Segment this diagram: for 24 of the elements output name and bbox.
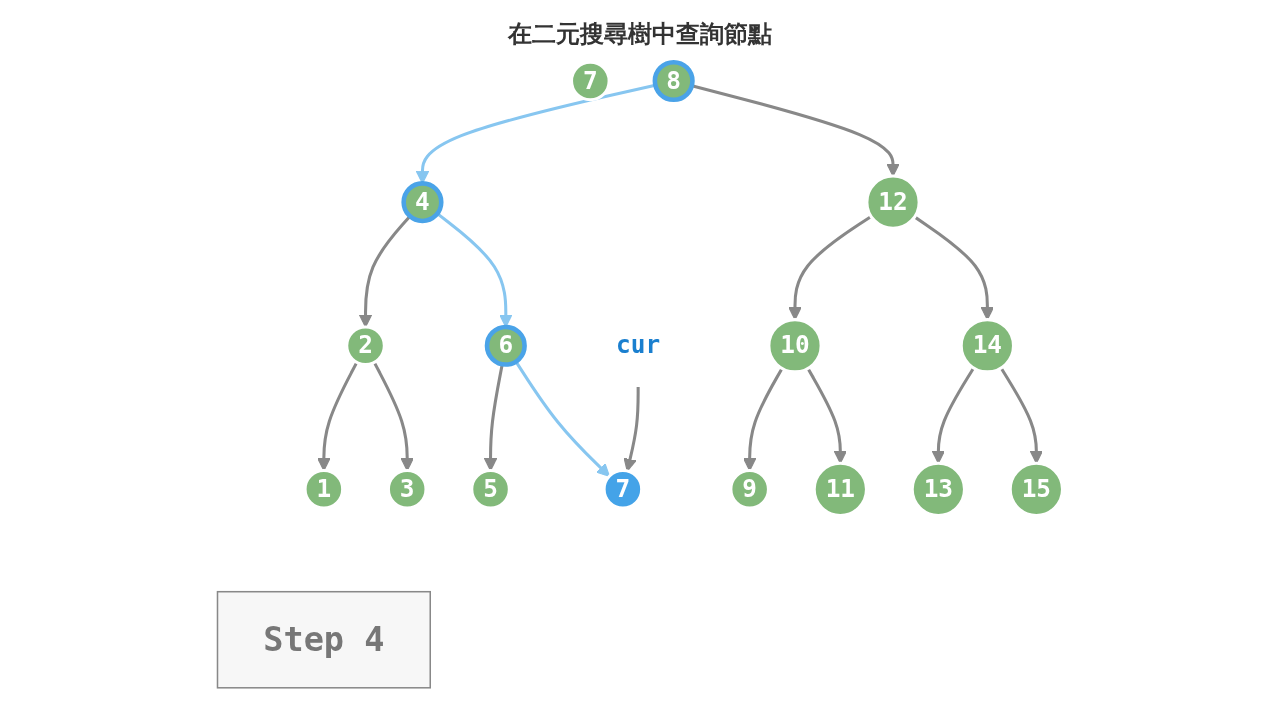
arrow: [931, 367, 975, 464]
node-circle: 2: [345, 325, 386, 367]
node-box: Step 4: [216, 590, 431, 689]
node-circle: 13: [910, 461, 966, 517]
arrow: [358, 215, 412, 328]
node-circle: 7: [602, 469, 644, 510]
node-circle: 5: [470, 469, 511, 510]
node-text: cur: [616, 330, 661, 360]
node-circle: 8: [652, 59, 695, 103]
node-circle: 12: [865, 174, 921, 230]
node-circle: 10: [767, 318, 823, 374]
arrow: [999, 367, 1044, 464]
node-circle: 1: [303, 469, 345, 510]
arrow: [514, 360, 610, 477]
node-circle: 7: [570, 60, 611, 102]
node-circle: 6: [484, 324, 527, 367]
node-circle: 9: [729, 469, 770, 510]
node-circle: 11: [812, 461, 868, 517]
arrow: [623, 386, 640, 472]
node-circle: 14: [959, 318, 1015, 374]
title: 在二元搜尋樹中查詢節點: [508, 19, 772, 50]
node-circle: 4: [401, 181, 444, 224]
arrow: [436, 212, 513, 328]
arrow: [806, 367, 848, 464]
